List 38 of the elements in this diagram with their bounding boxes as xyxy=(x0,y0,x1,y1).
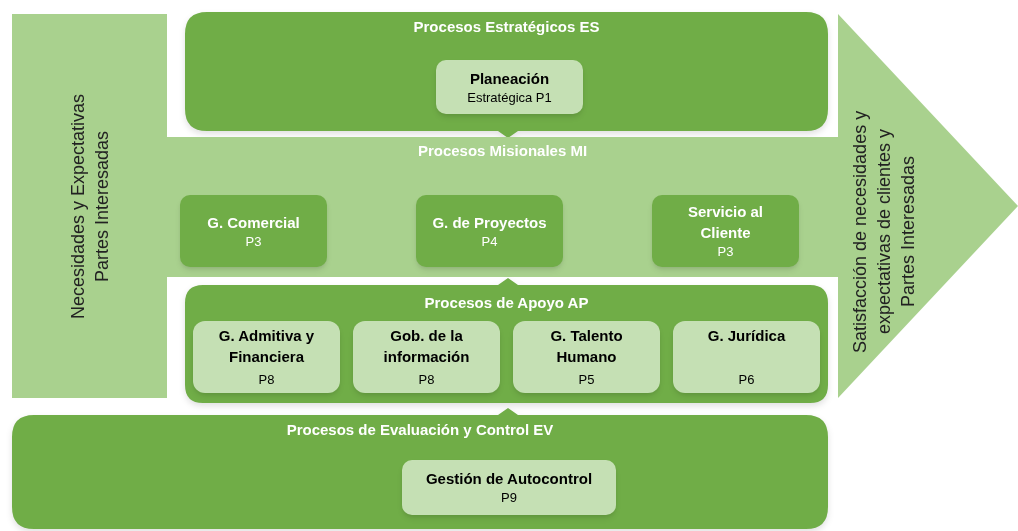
group-title: Procesos de Apoyo AP xyxy=(424,293,589,313)
process-box xyxy=(416,195,563,267)
process-box xyxy=(652,195,799,267)
group-title: Procesos de Evaluación y Control EV xyxy=(286,420,554,440)
process-code: P4 xyxy=(480,232,499,251)
process-box xyxy=(353,321,500,393)
group-title: Procesos Estratégicos ES xyxy=(413,17,600,37)
process-box xyxy=(402,460,616,515)
output-arrow xyxy=(838,14,1018,398)
process-box xyxy=(180,195,327,267)
process-box xyxy=(436,60,583,114)
process-code: P6 xyxy=(737,371,756,389)
process-title: G. Jurídica xyxy=(706,326,787,346)
process-code: P3 xyxy=(716,243,735,261)
process-group-panel xyxy=(185,278,828,403)
process-box xyxy=(193,321,340,393)
process-title: G. Admitiva y Financiera xyxy=(217,326,316,367)
process-code: P8 xyxy=(257,371,276,389)
process-title: Planeación xyxy=(468,68,551,89)
process-title: G. Talento Humano xyxy=(549,326,624,367)
vertical-label: Satisfacción de necesidades y expectativas de clientes y Partes Interesadas xyxy=(849,109,919,354)
process-code: P5 xyxy=(577,371,596,389)
input-band xyxy=(12,14,167,398)
process-title: G. Comercial xyxy=(206,212,301,233)
group-title: Procesos Misionales MI xyxy=(417,141,588,161)
vertical-label: Necesidades y Expectativas Partes Interesadas xyxy=(66,92,113,321)
process-code: P8 xyxy=(417,371,436,389)
process-title: Gob. de la información xyxy=(382,326,471,367)
process-group-panel xyxy=(12,408,828,529)
process-group-panel xyxy=(185,12,828,138)
process-code: P3 xyxy=(244,232,263,251)
process-code: Estratégica P1 xyxy=(466,88,553,107)
process-box xyxy=(513,321,660,393)
process-code: P9 xyxy=(500,489,518,507)
process-box xyxy=(673,321,820,393)
process-title: Servicio al Cliente xyxy=(686,202,764,243)
process-title: Gestión de Autocontrol xyxy=(424,469,594,489)
process-title: G. de Proyectos xyxy=(431,212,548,233)
